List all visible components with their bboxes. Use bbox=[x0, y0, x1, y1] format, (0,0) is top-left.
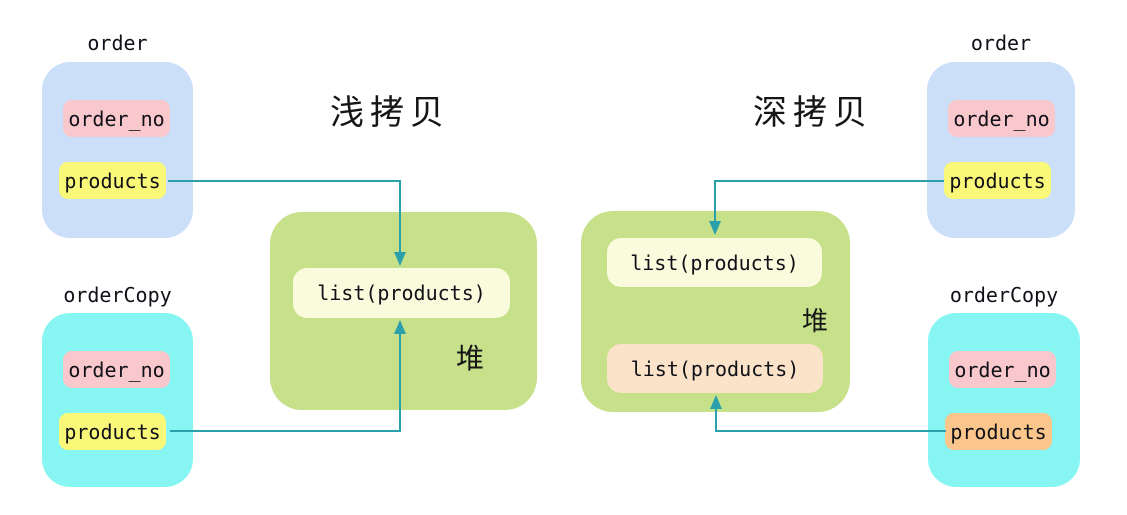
deep-heap-list-products-2: list(products) bbox=[607, 344, 823, 393]
shallow-heap-region: list(products) 堆 bbox=[270, 212, 537, 410]
shallow-order-products-field: products bbox=[59, 162, 166, 199]
deep-heap-list-products-1: list(products) bbox=[607, 238, 822, 287]
deep-order-products-field: products bbox=[944, 162, 1051, 199]
deep-ordercopy-label: orderCopy bbox=[949, 283, 1059, 307]
shallow-order-order-no-field: order_no bbox=[63, 100, 170, 137]
deep-ordercopy-order-no-field: order_no bbox=[949, 351, 1056, 388]
shallow-copy-title: 浅拷贝 bbox=[330, 93, 450, 133]
deep-order-object: order_no products bbox=[927, 62, 1075, 238]
deep-ordercopy-products-field: products bbox=[945, 413, 1052, 450]
shallow-ordercopy-products-field: products bbox=[59, 413, 166, 450]
shallow-ordercopy-label: orderCopy bbox=[63, 283, 172, 307]
shallow-heap-label: 堆 bbox=[455, 342, 484, 375]
shallow-ordercopy-object: order_no products bbox=[42, 313, 193, 487]
shallow-order-label: order bbox=[87, 31, 148, 55]
shallow-heap-list-products: list(products) bbox=[293, 268, 510, 318]
deep-ordercopy-object: order_no products bbox=[928, 313, 1080, 487]
deep-copy-title: 深拷贝 bbox=[753, 93, 873, 133]
deep-heap-label: 堆 bbox=[801, 307, 828, 337]
deep-order-order-no-field: order_no bbox=[948, 100, 1055, 137]
shallow-ordercopy-order-no-field: order_no bbox=[63, 351, 170, 388]
deep-order-label: order bbox=[970, 31, 1032, 55]
shallow-order-object: order_no products bbox=[42, 62, 193, 238]
deep-heap-region: list(products) list(products) 堆 bbox=[581, 211, 850, 412]
